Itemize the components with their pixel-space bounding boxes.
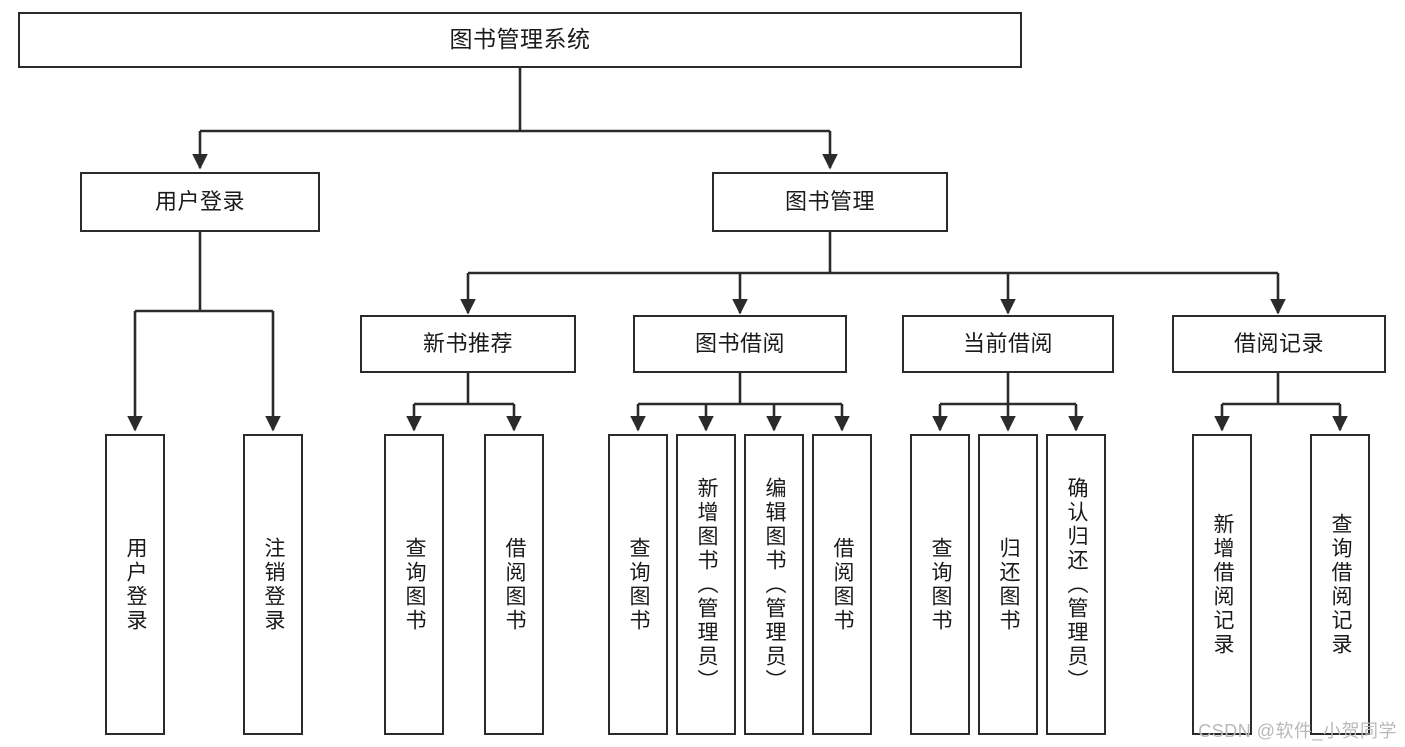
node-leaf-add-book-label: 新增图书（管理员）: [695, 476, 719, 693]
node-current-borrow[interactable]: 当前借阅: [902, 315, 1114, 373]
node-leaf-query-book-3[interactable]: 查询图书: [910, 434, 970, 735]
node-leaf-query-book-3-label: 查询图书: [929, 536, 953, 633]
node-current-borrow-label: 当前借阅: [962, 331, 1053, 357]
node-borrow-record-label: 借阅记录: [1233, 331, 1324, 357]
node-leaf-add-record-label: 新增借阅记录: [1211, 512, 1235, 657]
node-leaf-borrow-book-1[interactable]: 借阅图书: [484, 434, 544, 735]
node-borrow-record[interactable]: 借阅记录: [1172, 315, 1386, 373]
node-leaf-user-login-label: 用户登录: [124, 536, 148, 633]
node-book-manage-label: 图书管理: [784, 189, 875, 215]
node-leaf-borrow-book-1-label: 借阅图书: [503, 536, 527, 633]
node-leaf-confirm-return-label: 确认归还（管理员）: [1065, 476, 1089, 693]
node-user-login-label: 用户登录: [154, 189, 245, 215]
node-leaf-query-record[interactable]: 查询借阅记录: [1310, 434, 1370, 735]
node-new-book-recommend-label: 新书推荐: [422, 331, 513, 357]
node-leaf-borrow-book-2[interactable]: 借阅图书: [812, 434, 872, 735]
node-new-book-recommend[interactable]: 新书推荐: [360, 315, 576, 373]
node-leaf-user-login[interactable]: 用户登录: [105, 434, 165, 735]
node-leaf-query-book-1-label: 查询图书: [403, 536, 427, 633]
node-leaf-query-book-2[interactable]: 查询图书: [608, 434, 668, 735]
node-leaf-confirm-return[interactable]: 确认归还（管理员）: [1046, 434, 1106, 735]
node-leaf-add-record[interactable]: 新增借阅记录: [1192, 434, 1252, 735]
node-leaf-return-book-label: 归还图书: [997, 536, 1021, 633]
node-leaf-query-book-1[interactable]: 查询图书: [384, 434, 444, 735]
node-leaf-borrow-book-2-label: 借阅图书: [831, 536, 855, 633]
node-leaf-return-book[interactable]: 归还图书: [978, 434, 1038, 735]
node-leaf-add-book[interactable]: 新增图书（管理员）: [676, 434, 736, 735]
node-leaf-query-book-2-label: 查询图书: [627, 536, 651, 633]
node-user-login[interactable]: 用户登录: [80, 172, 320, 232]
node-book-manage[interactable]: 图书管理: [712, 172, 948, 232]
node-leaf-query-record-label: 查询借阅记录: [1329, 512, 1353, 657]
node-root-label: 图书管理系统: [449, 26, 591, 53]
node-book-borrow[interactable]: 图书借阅: [633, 315, 847, 373]
node-book-borrow-label: 图书借阅: [694, 331, 785, 357]
node-leaf-edit-book-label: 编辑图书（管理员）: [763, 476, 787, 693]
node-root[interactable]: 图书管理系统: [18, 12, 1022, 68]
node-leaf-logout[interactable]: 注销登录: [243, 434, 303, 735]
watermark: CSDN @软件_小贺同学: [1198, 721, 1397, 741]
node-leaf-edit-book[interactable]: 编辑图书（管理员）: [744, 434, 804, 735]
node-leaf-logout-label: 注销登录: [262, 536, 286, 633]
